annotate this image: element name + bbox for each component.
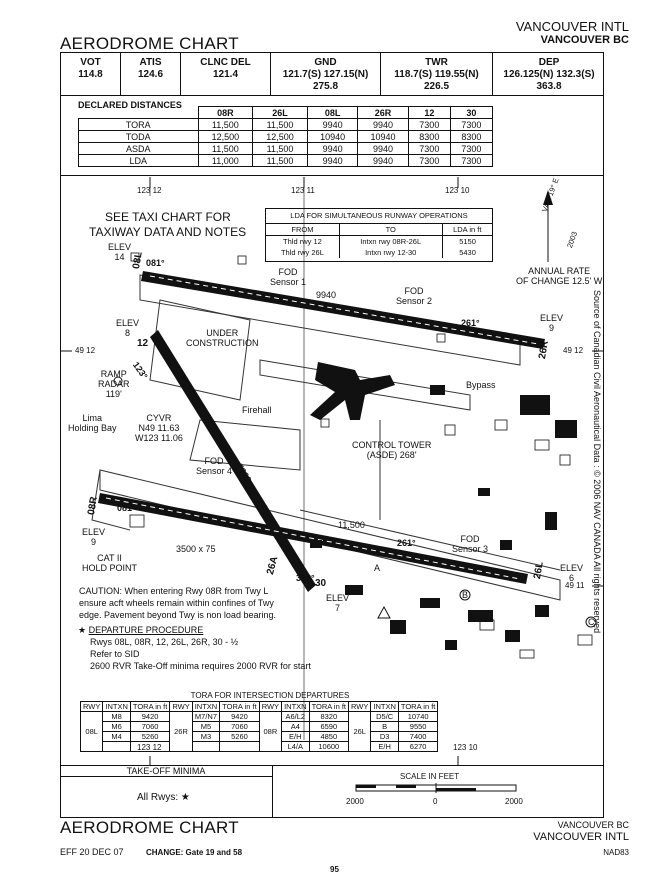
declared-distances-title: DECLARED DISTANCES xyxy=(78,100,182,110)
lda-table: FROM TO LDA in ft Thld rwy 12 Intxn rwy … xyxy=(265,223,494,258)
lat-tick-label: 49 12 xyxy=(75,346,96,355)
airport-city: VANCOUVER BC xyxy=(540,34,629,46)
bottom-box xyxy=(60,766,604,818)
firehall-label: Firehall xyxy=(242,405,272,415)
lat-tick-label: 49 12 xyxy=(563,346,584,355)
taxiway-a: A xyxy=(374,563,381,573)
runway-length: 11,500 xyxy=(338,520,365,530)
takeoff-divider xyxy=(60,776,272,777)
runway-dimensions: 3500 x 75 xyxy=(176,544,216,554)
chart-title: AERODROME CHART xyxy=(60,34,239,53)
terminal-building xyxy=(310,362,445,420)
source-note: Source of Canadian Civil Aeronautical Da… xyxy=(592,290,602,634)
lon-tick-label: 123 11 xyxy=(291,186,315,195)
runway-08l-26r xyxy=(141,271,545,349)
runway-heading: 081° xyxy=(117,503,136,513)
caution-note: CAUTION: When entering Rwy 08R from Twy … xyxy=(79,586,276,620)
lat-tick-label: 49 11 xyxy=(565,581,585,590)
datum-label: NAD83 xyxy=(603,848,629,857)
taxiway-c: C xyxy=(588,617,595,627)
change-note: CHANGE: Gate 19 and 58 xyxy=(146,848,243,857)
cat2-hold-box xyxy=(129,514,145,528)
tora-intersection-title: TORA FOR INTERSECTION DEPARTURES xyxy=(190,691,350,700)
effective-date: EFF 20 DEC 07 xyxy=(60,847,124,857)
control-tower: CONTROL TOWER(ASDE) 268' xyxy=(352,440,432,460)
bottom-divider xyxy=(272,766,273,818)
lon-tick-label: 123 10 xyxy=(453,743,478,752)
scale-label: 2000 xyxy=(346,797,364,806)
footer-airport: VANCOUVER INTL xyxy=(533,831,629,843)
taxiway-b: B xyxy=(462,590,469,600)
takeoff-minima-title: TAKE-OFF MINIMA xyxy=(126,766,206,776)
runway-length: 9940 xyxy=(316,290,337,300)
scale-label: 2000 xyxy=(505,797,523,806)
lda-table-title: LDA FOR SIMULTANEOUS RUNWAY OPERATIONS xyxy=(290,211,468,220)
see-taxi-note: TAXIWAY DATA AND NOTES xyxy=(89,225,247,239)
map-frame xyxy=(60,176,604,766)
lda-simultaneous-box: LDA FOR SIMULTANEOUS RUNWAY OPERATIONS F… xyxy=(265,208,494,262)
declared-distances-box xyxy=(60,96,604,176)
footer-title: AERODROME CHART xyxy=(60,818,239,837)
north-arrow-icon xyxy=(543,190,553,262)
table-row: Thld rwy 12 Intxn rwy 08R-26L 5150 xyxy=(265,235,493,247)
runway-heading: 081° xyxy=(146,258,165,268)
bypass-label: Bypass xyxy=(466,380,496,390)
runway-heading: 261° xyxy=(461,318,480,328)
runway-designator: 30 xyxy=(315,578,327,589)
scale-title: SCALE IN FEET xyxy=(400,772,460,781)
lon-tick-label: 123 10 xyxy=(445,186,470,195)
airport-name: VANCOUVER INTL xyxy=(515,19,629,34)
page-number: 95 xyxy=(330,865,339,874)
runway-12-30 xyxy=(150,330,316,592)
see-taxi-note: SEE TAXI CHART FOR xyxy=(105,210,231,224)
runway-designator: 12 xyxy=(137,338,149,349)
table-row: Thld rwy 26L Intxn rwy 12-30 5430 xyxy=(265,247,493,258)
all-rwys-label: All Rwys: ★ xyxy=(137,792,190,803)
scale-bar xyxy=(355,783,517,793)
lon-tick-label: 123 12 xyxy=(137,186,162,195)
departure-procedure: ★ DEPARTURE PROCEDURE Rwys 08L, 08R, 12,… xyxy=(78,625,311,671)
runway-heading: 261° xyxy=(397,538,416,548)
runway-heading: 303° xyxy=(296,573,315,583)
scale-label: 0 xyxy=(433,797,438,806)
footer-city: VANCOUVER BC xyxy=(557,820,629,830)
